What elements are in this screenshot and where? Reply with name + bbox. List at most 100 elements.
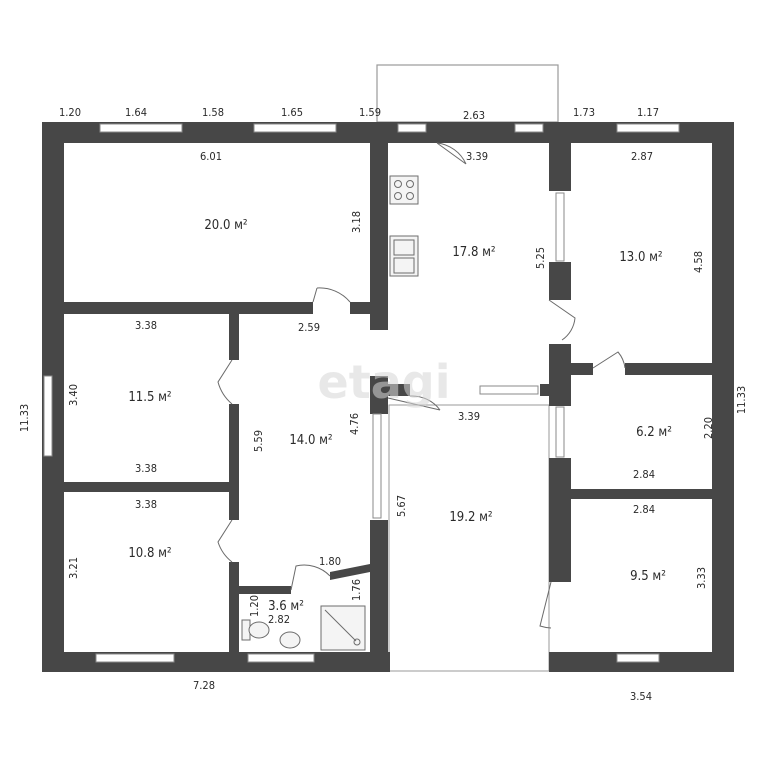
room1-area: 20.0 м²	[204, 218, 247, 233]
room5-width: 2.59	[298, 321, 320, 334]
room3-width: 2.87	[631, 150, 653, 163]
room10-width: 2.82	[268, 613, 290, 626]
room5-area: 14.0 м²	[289, 433, 332, 448]
wall-right	[712, 122, 734, 672]
room7-height: 5.67	[395, 495, 408, 517]
window-r2-r3	[555, 192, 565, 262]
room6-height: 2.20	[702, 417, 715, 439]
burner-1	[394, 180, 402, 188]
room8-area: 10.8 м²	[128, 546, 171, 561]
room2-top-dim: 2.63	[463, 109, 485, 122]
window-r9	[616, 653, 660, 663]
window-r1-right	[253, 123, 337, 133]
wall-r6-bottom	[571, 489, 712, 499]
wall-r4-bottom	[64, 482, 239, 492]
sink-bowl-2	[393, 257, 415, 274]
window-r8	[95, 653, 175, 663]
sink-icon	[389, 235, 419, 277]
room9-height: 3.33	[695, 567, 708, 589]
wall-mid-right-core	[549, 344, 571, 406]
terrace-outline	[388, 404, 550, 672]
wall-left	[42, 122, 64, 672]
overall-dim-bottom-left: 7.28	[193, 679, 215, 692]
room10-height-right: 1.76	[350, 579, 363, 601]
room2-width: 3.39	[466, 150, 488, 163]
wall-r6-top	[571, 363, 593, 375]
room2-height: 5.25	[534, 247, 547, 269]
wall-r4-right	[229, 314, 239, 360]
wall-top	[42, 122, 734, 143]
watermark-logo: etagi	[318, 355, 451, 409]
room8-height: 3.21	[67, 557, 80, 579]
wall-mid-left-lower	[370, 376, 388, 414]
wall-mid-right-lower	[549, 458, 571, 582]
door-r4[interactable]	[217, 359, 233, 405]
room10-height-left: 1.20	[248, 595, 261, 617]
wall-mid-left-bottom	[370, 520, 388, 652]
door-r9[interactable]	[539, 581, 552, 629]
room1-width: 6.01	[200, 150, 222, 163]
toilet-icon	[248, 621, 270, 639]
wall-r10-top	[239, 586, 291, 594]
wall-hall-r7	[388, 384, 410, 396]
shower-diagonal	[324, 609, 357, 642]
washbasin-icon	[279, 631, 301, 649]
room2-area: 17.8 м²	[452, 245, 495, 260]
door-r7[interactable]	[387, 395, 441, 411]
wall-r1-bottom	[64, 302, 313, 314]
room5-height-left: 5.59	[252, 430, 265, 452]
door-r3[interactable]	[548, 299, 576, 341]
window-r3	[616, 123, 680, 133]
burner-2	[406, 180, 414, 188]
room5-height-right: 4.76	[348, 413, 361, 435]
room7-width: 3.39	[458, 410, 480, 423]
burner-3	[394, 192, 402, 200]
facade-dim-7: 1.17	[637, 106, 659, 119]
overall-dim-bottom-right: 3.54	[630, 690, 652, 703]
room9-area: 9.5 м²	[630, 569, 666, 584]
overall-dim-right: 11.33	[735, 386, 748, 414]
room6-area: 6.2 м²	[636, 425, 672, 440]
facade-dim-6: 1.73	[573, 106, 595, 119]
sink-bowl-1	[393, 239, 415, 256]
room3-area: 13.0 м²	[619, 250, 662, 265]
wall-r10-top-slant	[330, 564, 370, 580]
room4-area: 11.5 м²	[128, 390, 171, 405]
window-r1-left	[99, 123, 183, 133]
wall-bottom	[42, 652, 390, 672]
window-r10	[247, 653, 315, 663]
door-r8[interactable]	[217, 519, 233, 563]
wall-r4-right-lower	[229, 404, 239, 482]
wall-mid-left-pier	[370, 312, 388, 330]
door-r10[interactable]	[290, 564, 331, 591]
shower-drain	[353, 638, 361, 646]
window-r2-right	[514, 123, 544, 133]
room9-width: 2.84	[633, 503, 655, 516]
facade-dim-3: 1.58	[202, 106, 224, 119]
wall-mid-right-upper	[549, 143, 571, 191]
stove-icon	[389, 175, 419, 205]
facade-dim-1: 1.20	[59, 106, 81, 119]
wall-r6-top-right	[625, 363, 712, 375]
room3-height: 4.58	[692, 251, 705, 273]
room1-height: 3.18	[350, 211, 363, 233]
room10-area: 3.6 м²	[268, 599, 304, 614]
wall-r8-right-lower	[229, 562, 239, 652]
window-r7-r6	[555, 406, 565, 458]
room4-width-bottom: 3.38	[135, 462, 157, 475]
door-entrance[interactable]	[436, 142, 467, 165]
wall-r8-right	[229, 492, 239, 520]
facade-dim-2: 1.64	[125, 106, 147, 119]
room10-width-top: 1.80	[319, 555, 341, 568]
overall-dim-left: 11.33	[18, 404, 31, 432]
window-r2-r7	[479, 385, 539, 395]
room7-area: 19.2 м²	[449, 510, 492, 525]
room8-width: 3.38	[135, 498, 157, 511]
wall-mid-left-upper	[370, 143, 388, 305]
facade-dim-4: 1.65	[281, 106, 303, 119]
door-r1[interactable]	[312, 287, 351, 303]
burner-4	[406, 192, 414, 200]
door-r6[interactable]	[592, 351, 626, 369]
room6-width: 2.84	[633, 468, 655, 481]
